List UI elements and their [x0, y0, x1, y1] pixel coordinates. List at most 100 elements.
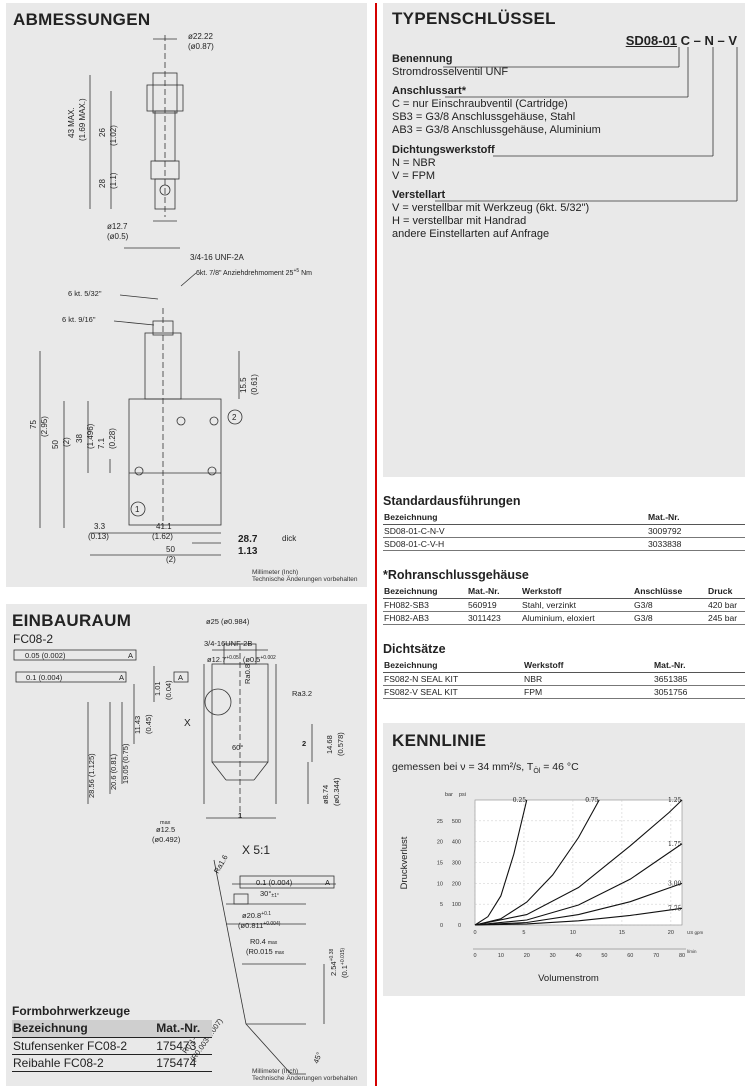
x-tick-lmin: 70 [653, 953, 659, 959]
dim-torque: 6kt. 7/8" Anziehdrehmoment 25+5 Nm [196, 268, 312, 277]
y-tick-bar: 25 [437, 819, 443, 825]
series-label: 0.25 [513, 797, 527, 804]
installation-panel: EINBAURAUM FC08-2 [6, 604, 367, 1086]
dimensions-panel: ABMESSUNGEN [6, 3, 367, 587]
dim-kt2: 6 kt. 9/16" [62, 315, 96, 324]
einbau-r1143-inch: (0.45) [144, 714, 153, 734]
housing-col: Bezeichnung [383, 585, 467, 599]
einbau-ra08: Ra0.8 [243, 664, 252, 684]
x-tick-lmin: 10 [498, 953, 504, 959]
tools-cell: 175474 [155, 1054, 212, 1072]
seal-cell: FS082-V SEAL KIT [383, 685, 523, 699]
dim-kt1: 6 kt. 5/32" [68, 289, 102, 298]
einbau-note-1: Millimeter (Inch) [252, 1068, 299, 1075]
x-axis-label: Volumenstrom [538, 973, 599, 984]
einbau-ra16: Ra1.6 [212, 853, 230, 875]
type-group-line: V = FPM [392, 170, 436, 182]
einbau-tol1: 0.05 (0.002) [25, 651, 66, 660]
einbau-tol3: 0.1 (0.004) [256, 878, 293, 887]
housing-table: Bezeichnung Mat.-Nr. Werkstoff Anschlüss… [383, 585, 745, 625]
housing-cell: FH082-SB3 [383, 598, 467, 612]
housing-cell: 3011423 [467, 611, 521, 625]
dim-h33-inch: (0.13) [88, 532, 109, 541]
dim-h50: 50 [166, 545, 175, 554]
type-group-line: AB3 = G3/8 Anschlussgehäuse, Aluminium [392, 124, 601, 136]
dim-note-2: Technische Änderungen vorbehalten [252, 576, 358, 583]
housing-cell: Aluminium, eloxiert [521, 611, 633, 625]
dim-l38: 38 [75, 434, 84, 443]
einbau-r254: 2.54+0.38 [329, 949, 338, 976]
standard-cell: 3033838 [647, 537, 745, 551]
dim-h411: 41.1 [156, 522, 172, 531]
series-label: 1.75 [668, 841, 682, 848]
dimension-drawing: 2 1 ø22.22 (ø0.87) ø12.7 (ø0.5) 3/4-16 U… [6, 3, 367, 587]
einbau-note-2: Technische Änderungen vorbehalten [252, 1075, 358, 1082]
port-2-label: 2 [232, 413, 237, 422]
seal-col: Mat.-Nr. [653, 659, 745, 673]
einbau-r874-inch: (ø0.344) [332, 777, 341, 806]
einbau-d127: ø12.7+0.05(ø0.5+0.002 [207, 655, 276, 664]
y-tick-psi: 500 [452, 819, 461, 825]
einbau-r874: ø8.74 [321, 785, 330, 804]
characteristic-panel: KENNLINIE gemessen bei ν = 34 mm²/s, TÖl… [383, 723, 745, 996]
tools-section: Formbohrwerkzeuge Bezeichnung Mat.-Nr. S… [12, 1004, 212, 1072]
y-tick-psi: 400 [452, 840, 461, 846]
installation-title: EINBAURAUM [12, 611, 132, 630]
standard-cell: SD08-01-C-V-H [383, 537, 647, 551]
dim-l50: 50 [51, 440, 60, 449]
series-line [474, 907, 683, 926]
einbau-tol1-ref: A [128, 651, 133, 660]
table-row: FH082-AB3 3011423 Aluminium, eloxiert G3… [383, 611, 745, 625]
y-tick-bar: 0 [440, 923, 443, 929]
housing-cell: G3/8 [633, 598, 707, 612]
einbau-x: X [184, 718, 191, 729]
port-1-label: 1 [135, 505, 140, 514]
dim-l50-inch: (2) [62, 437, 71, 447]
x-tick-lmin: 20 [524, 953, 530, 959]
einbau-d25: ø25 (ø0.984) [206, 617, 250, 626]
type-group-line: N = NBR [392, 157, 436, 169]
x-tick-lmin: 60 [627, 953, 633, 959]
dim-l43-inch: (1.69 MAX.) [78, 98, 87, 141]
housing-cell: 560919 [467, 598, 521, 612]
type-group-line: C = nur Einschraubventil (Cartridge) [392, 98, 568, 110]
dim-d12: ø12.7 [107, 222, 128, 231]
series-line [474, 799, 528, 926]
dim-h287: 28.7 [238, 534, 258, 545]
einbau-r1468-inch: (0.578) [336, 732, 345, 756]
einbau-d125-inch: (ø0.492) [152, 835, 181, 844]
housing-title: *Rohranschlussgehäuse [383, 568, 529, 582]
y-tick-bar: 5 [440, 902, 443, 908]
dim-thread: 3/4-16 UNF-2A [190, 253, 244, 262]
standard-col-name: Bezeichnung [383, 511, 647, 525]
housing-cell: 420 bar [707, 598, 745, 612]
einbau-ra32: Ra3.2 [292, 689, 312, 698]
x-tick-gpm: 0 [473, 930, 476, 936]
housing-col: Druck [707, 585, 745, 599]
einbau-r101-inch: (0.04) [164, 680, 173, 700]
standard-cell: SD08-01-C-N-V [383, 524, 647, 538]
series-label: 1.25 [668, 797, 682, 804]
einbau-d208-inch: (ø0.811+0.004) [238, 921, 281, 930]
dim-l75: 75 [29, 420, 38, 429]
housing-section: *Rohranschlussgehäuse Bezeichnung Mat.-N… [383, 568, 745, 625]
dim-l38-inch: (1.496) [86, 423, 95, 449]
housing-cell: G3/8 [633, 611, 707, 625]
y-tick-psi: 100 [452, 902, 461, 908]
dim-h287-inch: 1.13 [238, 546, 258, 557]
seal-cell: FS082-N SEAL KIT [383, 672, 523, 686]
plot-area [474, 799, 683, 926]
seal-cell: 3051756 [653, 685, 745, 699]
standard-cell: 3009792 [647, 524, 745, 538]
type-key-panel: TYPENSCHLÜSSEL SD08-01 C – N – V Benennu… [383, 3, 745, 477]
einbau-r1905: 19.05 (0.75) [121, 743, 130, 784]
einbau-d125: ø12.5 [156, 825, 175, 834]
dim-dick: dick [282, 534, 297, 543]
housing-cell: FH082-AB3 [383, 611, 467, 625]
dim-h411-inch: (1.62) [152, 532, 173, 541]
einbau-r254-inch: (0.1+0.015) [340, 948, 349, 978]
installation-sub: FC08-2 [13, 632, 54, 646]
detail-profile [213, 859, 306, 1075]
einbau-angle30: 30°±1° [260, 889, 279, 899]
